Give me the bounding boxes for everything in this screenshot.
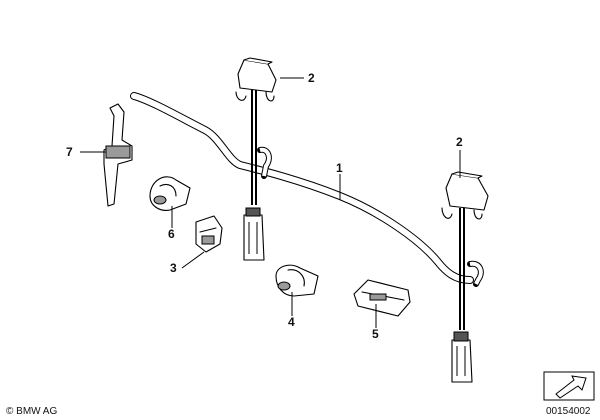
callout-6: 6 [168,227,175,241]
callout-1: 1 [336,161,343,175]
callout-4: 4 [288,315,295,329]
callout-2-right: 2 [456,135,463,149]
image-number-arrow-icon [543,371,595,401]
callout-7: 7 [66,145,73,159]
holder-part-5 [353,279,411,317]
callout-2-left: 2 [308,71,315,85]
callout-3: 3 [170,261,177,275]
cable-tie-part-7 [103,103,133,207]
sensor-connector-left [235,57,277,261]
sensor-connector-right [441,171,489,383]
wiring-harness-part-1 [130,92,484,287]
clamp-part-6 [149,176,191,211]
clip-part-4 [275,264,319,297]
callout-leaders [80,77,461,328]
copyright-text: © BMW AG [6,406,57,417]
callout-5: 5 [372,327,379,341]
cable-holder-part-3 [195,215,223,253]
image-number-text: 00154002 [546,406,591,417]
